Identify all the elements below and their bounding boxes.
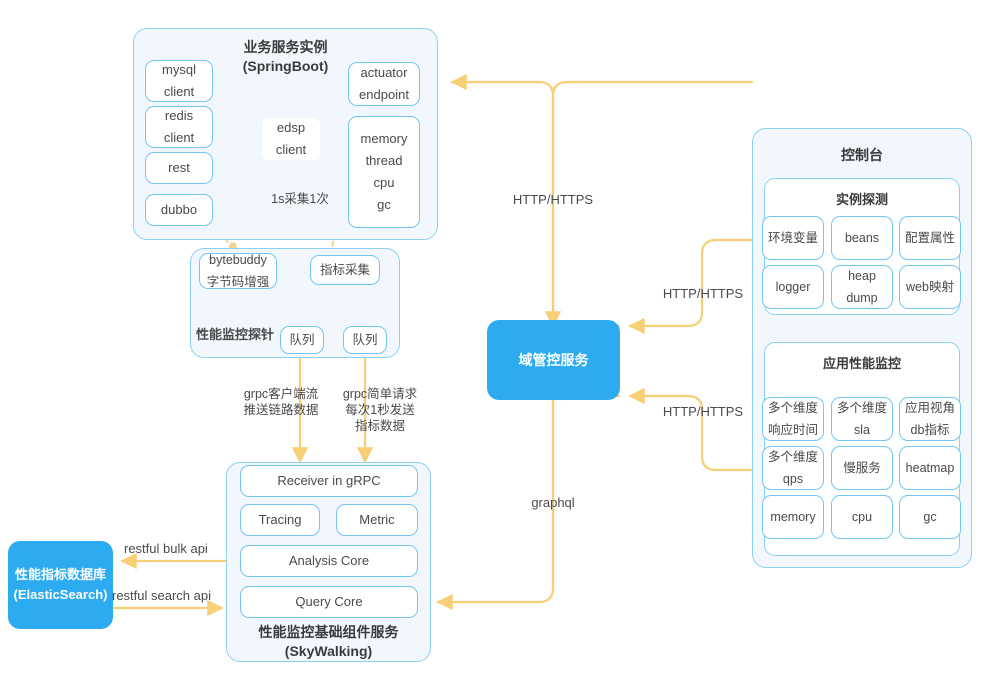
sample-rate-note: 1s采集1次 [271, 192, 329, 206]
edge-label-grpc-simple: grpc简单请求 每次1秒发送 指标数据 [342, 387, 418, 433]
chip-multi-dim-qps-line2: qps [782, 472, 804, 486]
chip-heap-dump-line2: dump [846, 291, 878, 305]
chip-redis-client-line1: redis [164, 108, 194, 123]
chip-metric-label: Metric [359, 512, 395, 527]
chip-console-cpu[interactable]: cpu [831, 495, 893, 539]
chip-jvm-metrics[interactable]: memory thread cpu gc [348, 116, 420, 228]
chip-heatmap-line1: heatmap [905, 461, 955, 475]
domain-control-service-label: 域管控服务 [518, 352, 589, 368]
chip-slow-service[interactable]: 慢服务 [831, 446, 893, 490]
business-service-title-line1: 业务服务实例 [243, 39, 328, 55]
instance-probe-title: 实例探测 [835, 192, 888, 207]
chip-metric-collector-label: 指标采集 [319, 263, 370, 277]
chip-bytebuddy-line2: 字节码增强 [206, 275, 270, 289]
console-title: 控制台 [841, 147, 883, 163]
chip-multi-dim-response-time-line1: 多个维度 [767, 401, 818, 415]
chip-dubbo-label: dubbo [160, 202, 198, 217]
chip-actuator-endpoint[interactable]: actuator endpoint [348, 62, 420, 106]
metric-memory: memory [360, 131, 408, 146]
chip-multi-dim-sla[interactable]: 多个维度 sla [831, 397, 893, 441]
chip-metric[interactable]: Metric [336, 504, 418, 536]
edge-label-http-mid: HTTP/HTTPS [662, 286, 744, 301]
elasticsearch-box[interactable]: 性能指标数据库 (ElasticSearch) [8, 541, 113, 629]
chip-multi-dim-qps[interactable]: 多个维度 qps [762, 446, 824, 490]
chip-dubbo[interactable]: dubbo [145, 194, 213, 226]
chip-multi-dim-response-time[interactable]: 多个维度 响应时间 [762, 397, 824, 441]
chip-query-core-label: Query Core [295, 594, 363, 609]
metric-cpu: cpu [373, 175, 395, 190]
chip-config-props-line1: 配置属性 [904, 231, 955, 245]
chip-console-memory-line1: memory [770, 510, 816, 524]
chip-console-memory[interactable]: memory [762, 495, 824, 539]
chip-console-gc-line1: gc [923, 510, 937, 524]
skywalking-title-line2: (SkyWalking) [284, 643, 373, 659]
chip-actuator-line1: actuator [360, 65, 408, 80]
chip-rest[interactable]: rest [145, 152, 213, 184]
chip-rest-label: rest [168, 160, 190, 175]
chip-actuator-line2: endpoint [359, 87, 409, 102]
chip-mysql-client-line2: client [163, 84, 195, 99]
chip-beans-line1: beans [844, 231, 880, 245]
chip-env-vars-line1: 环境变量 [767, 231, 818, 245]
chip-slow-service-line1: 慢服务 [843, 461, 881, 475]
business-service-title-line2: (SpringBoot) [242, 58, 329, 74]
chip-logger-line1: logger [775, 280, 811, 294]
chip-analysis-core[interactable]: Analysis Core [240, 545, 418, 577]
chip-web-mapping[interactable]: web映射 [899, 265, 961, 309]
chip-edsp-client-line1: edsp [276, 120, 306, 135]
elasticsearch-line1: 性能指标数据库 [14, 567, 106, 582]
chip-mysql-client[interactable]: mysql client [145, 60, 213, 102]
chip-edsp-client-line2: client [275, 142, 307, 157]
chip-env-vars[interactable]: 环境变量 [762, 216, 824, 260]
edge-label-http-bottom: HTTP/HTTPS [662, 404, 744, 419]
chip-edsp-client: edsp client [262, 118, 320, 160]
chip-multi-dim-sla-line1: 多个维度 [836, 401, 887, 415]
chip-metric-collector[interactable]: 指标采集 [310, 255, 380, 285]
chip-redis-client-line2: client [163, 130, 195, 145]
chip-tracing-label: Tracing [258, 512, 302, 527]
chip-query-core[interactable]: Query Core [240, 586, 418, 618]
chip-app-db-metrics-line1: 应用视角 [904, 401, 955, 415]
chip-multi-dim-response-time-line2: 响应时间 [767, 423, 818, 437]
domain-control-service-box[interactable]: 域管控服务 [487, 320, 620, 400]
chip-queue-right-label: 队列 [352, 333, 378, 347]
chip-queue-left-label: 队列 [289, 333, 315, 347]
chip-multi-dim-sla-line2: sla [854, 423, 870, 437]
chip-queue-left[interactable]: 队列 [280, 326, 324, 354]
edge-label-http-top: HTTP/HTTPS [512, 192, 594, 207]
apm-title: 应用性能监控 [822, 356, 901, 371]
chip-beans[interactable]: beans [831, 216, 893, 260]
chip-console-gc[interactable]: gc [899, 495, 961, 539]
skywalking-title: 性能监控基础组件服务 (SkyWalking) [226, 623, 431, 661]
chip-multi-dim-qps-line1: 多个维度 [767, 450, 818, 464]
chip-console-cpu-line1: cpu [851, 510, 873, 524]
chip-heap-dump-line1: heap [848, 269, 876, 283]
chip-web-mapping-line1: web映射 [906, 280, 954, 294]
chip-app-db-metrics[interactable]: 应用视角 db指标 [899, 397, 961, 441]
chip-tracing[interactable]: Tracing [240, 504, 320, 536]
edge-label-restful-search: restful search api [112, 588, 211, 603]
chip-config-props[interactable]: 配置属性 [899, 216, 961, 260]
chip-bytebuddy-line1: bytebuddy [209, 253, 267, 267]
edge-label-restful-bulk: restful bulk api [124, 541, 208, 556]
edge-label-grpc-stream: grpc客户端流 推送链路数据 [243, 387, 319, 417]
elasticsearch-line2: (ElasticSearch) [13, 587, 108, 602]
chip-redis-client[interactable]: redis client [145, 106, 213, 148]
chip-logger[interactable]: logger [762, 265, 824, 309]
chip-analysis-core-label: Analysis Core [288, 553, 370, 568]
chip-mysql-client-line1: mysql [162, 62, 196, 77]
metric-gc: gc [377, 197, 391, 212]
metric-thread: thread [365, 153, 403, 168]
edge-label-graphql: graphql [531, 495, 575, 510]
chip-queue-right[interactable]: 队列 [343, 326, 387, 354]
chip-bytebuddy[interactable]: bytebuddy 字节码增强 [199, 253, 277, 289]
business-service-title: 业务服务实例 (SpringBoot) [133, 38, 438, 76]
chip-app-db-metrics-line2: db指标 [910, 423, 950, 437]
chip-heap-dump[interactable]: heap dump [831, 265, 893, 309]
chip-receiver-grpc[interactable]: Receiver in gRPC [240, 465, 418, 497]
probe-title: 性能监控探针 [196, 327, 275, 342]
chip-receiver-grpc-label: Receiver in gRPC [277, 473, 381, 488]
skywalking-title-line1: 性能监控基础组件服务 [258, 624, 399, 640]
chip-heatmap[interactable]: heatmap [899, 446, 961, 490]
